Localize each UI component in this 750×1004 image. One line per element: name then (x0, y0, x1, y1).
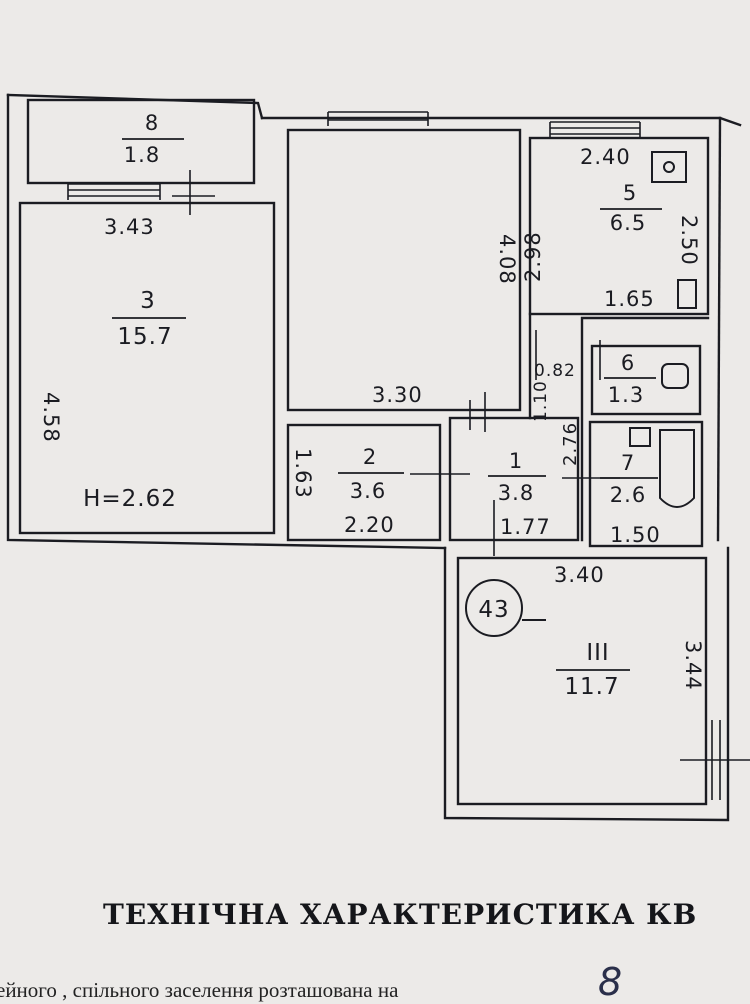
room-1-outline (448, 416, 580, 542)
document-title: ТЕХНІЧНА ХАРАКТЕРИСТИКА КВ (103, 898, 698, 931)
dim-room3-height: 4.58 (39, 392, 63, 443)
window-room3 (67, 183, 161, 200)
outer-wall-right (716, 116, 722, 542)
bedroom-outline (286, 128, 522, 412)
room-7-outline (588, 420, 704, 548)
dim-roomiii-height: 3.44 (681, 640, 705, 691)
dim-bedroom-width: 3.30 (372, 383, 423, 407)
room-5-area: 6.5 (610, 211, 646, 235)
dim-room3-width: 3.43 (104, 215, 155, 239)
dim-room5-right: 2.50 (677, 215, 701, 266)
stove-burner-icon (663, 161, 675, 173)
bathtub-icon (659, 429, 695, 508)
room-5-number: 5 (623, 181, 637, 205)
room-2-outline (286, 423, 442, 542)
wing-wall (443, 546, 730, 822)
room-8-area: 1.8 (124, 143, 160, 167)
dim-room6-width: 0.82 (534, 361, 576, 381)
document-text-line: ейного , спільного заселення розташована… (0, 978, 399, 1002)
dim-corridor-a: 1.10 (531, 380, 551, 422)
dim-room5-bottom: 1.65 (604, 287, 655, 311)
room-5-outline (528, 136, 710, 316)
room-iii-area: 11.7 (564, 674, 619, 700)
room-6-area: 1.3 (608, 383, 644, 407)
dim-room5-top: 2.40 (580, 145, 631, 169)
room-6-outline (590, 344, 702, 416)
stamp-circle (465, 579, 523, 637)
room-iii-number: III (586, 640, 609, 666)
room-2-number: 2 (363, 445, 377, 469)
room-3-height-note: H=2.62 (83, 486, 177, 512)
stove-icon (651, 151, 687, 183)
toilet-icon (661, 363, 689, 389)
outer-wall-top-right (260, 116, 742, 127)
room-8-outline (26, 98, 256, 185)
room-1-number: 1 (509, 449, 523, 473)
outer-wall-top-left (6, 93, 264, 120)
dim-room1-width: 1.77 (500, 515, 551, 539)
dim-roomiii-width: 3.40 (554, 563, 605, 587)
dim-room2-height: 1.63 (291, 448, 315, 499)
room-7-number: 7 (621, 451, 635, 475)
room-1-area: 3.8 (498, 481, 534, 505)
room-3-outline (18, 201, 276, 535)
stamp-label: 43 (478, 597, 509, 623)
dim-room2-width: 2.20 (344, 513, 395, 537)
dim-room5-left: 2.98 (521, 231, 545, 282)
window-bedroom (327, 111, 429, 126)
room-7-area: 2.6 (610, 483, 646, 507)
outer-wall-left (6, 93, 447, 550)
room-6-number: 6 (621, 351, 635, 375)
dim-corridor-b: 2.76 (560, 422, 581, 466)
window-kitchen (549, 121, 641, 138)
room-iii-outline (456, 556, 708, 806)
basin-icon (629, 427, 651, 447)
floor-plan: 8 1.8 3 15.7 H=2.62 2 3.6 1 3.8 5 6.5 6 … (6, 93, 750, 822)
room-2-area: 3.6 (350, 479, 386, 503)
room-8-number: 8 (145, 111, 159, 135)
room-3-area: 15.7 (117, 324, 172, 350)
door-marks (172, 170, 750, 761)
sink-icon (677, 279, 697, 309)
dim-bedroom-height: 4.08 (495, 234, 519, 285)
dim-room7-width: 1.50 (610, 523, 661, 547)
handwritten-floor-number: 8 (598, 960, 623, 1004)
room-3-number: 3 (140, 288, 156, 314)
corridor-partition (528, 312, 710, 542)
